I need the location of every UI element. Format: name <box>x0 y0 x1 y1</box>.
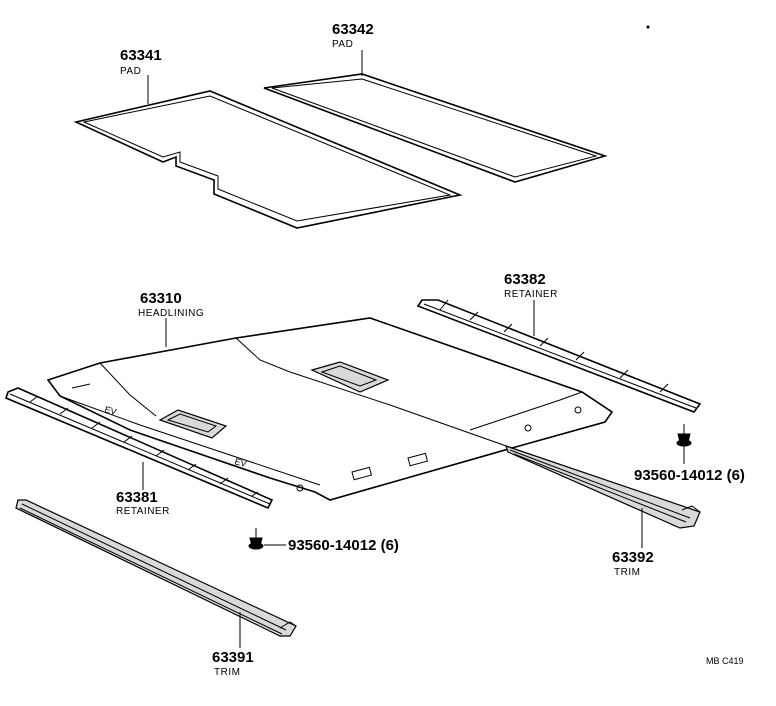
pad-left-number: 63341 <box>120 47 162 64</box>
retainer-front-number: 63381 <box>116 489 158 506</box>
vent-label-left: EV <box>103 404 117 417</box>
trim-right-number: 63392 <box>612 549 654 566</box>
screw-right-icon <box>676 424 692 447</box>
screw-left-icon <box>248 528 264 550</box>
pad-right-name: PAD <box>332 39 353 50</box>
pad-right-number: 63342 <box>332 21 374 38</box>
trim-right-name: TRIM <box>614 567 640 578</box>
retainer-front-name: RETAINER <box>116 506 170 517</box>
stray-dot <box>646 25 650 29</box>
trim-left-number: 63391 <box>212 649 254 666</box>
retainer-front-shape <box>5 387 274 510</box>
trim-right-shape <box>505 445 701 529</box>
pad-left-name: PAD <box>120 66 141 77</box>
pad-right-shape <box>263 73 608 183</box>
trim-left-name: TRIM <box>214 667 240 678</box>
retainer-rear-name: RETAINER <box>504 289 558 300</box>
trim-left-shape <box>15 499 297 637</box>
pad-left-shape <box>73 90 463 229</box>
screw-right-number: 93560-14012 (6) <box>634 467 745 484</box>
headlining-number: 63310 <box>140 290 182 307</box>
retainer-rear-shape <box>416 299 702 413</box>
screw-left-number: 93560-14012 (6) <box>288 537 399 554</box>
vent-label-right: EV <box>233 456 247 469</box>
headlining-shape: EV EV <box>46 317 614 501</box>
headlining-name: HEADLINING <box>138 308 204 319</box>
retainer-rear-number: 63382 <box>504 271 546 288</box>
diagram-code: MB C419 <box>706 656 744 666</box>
